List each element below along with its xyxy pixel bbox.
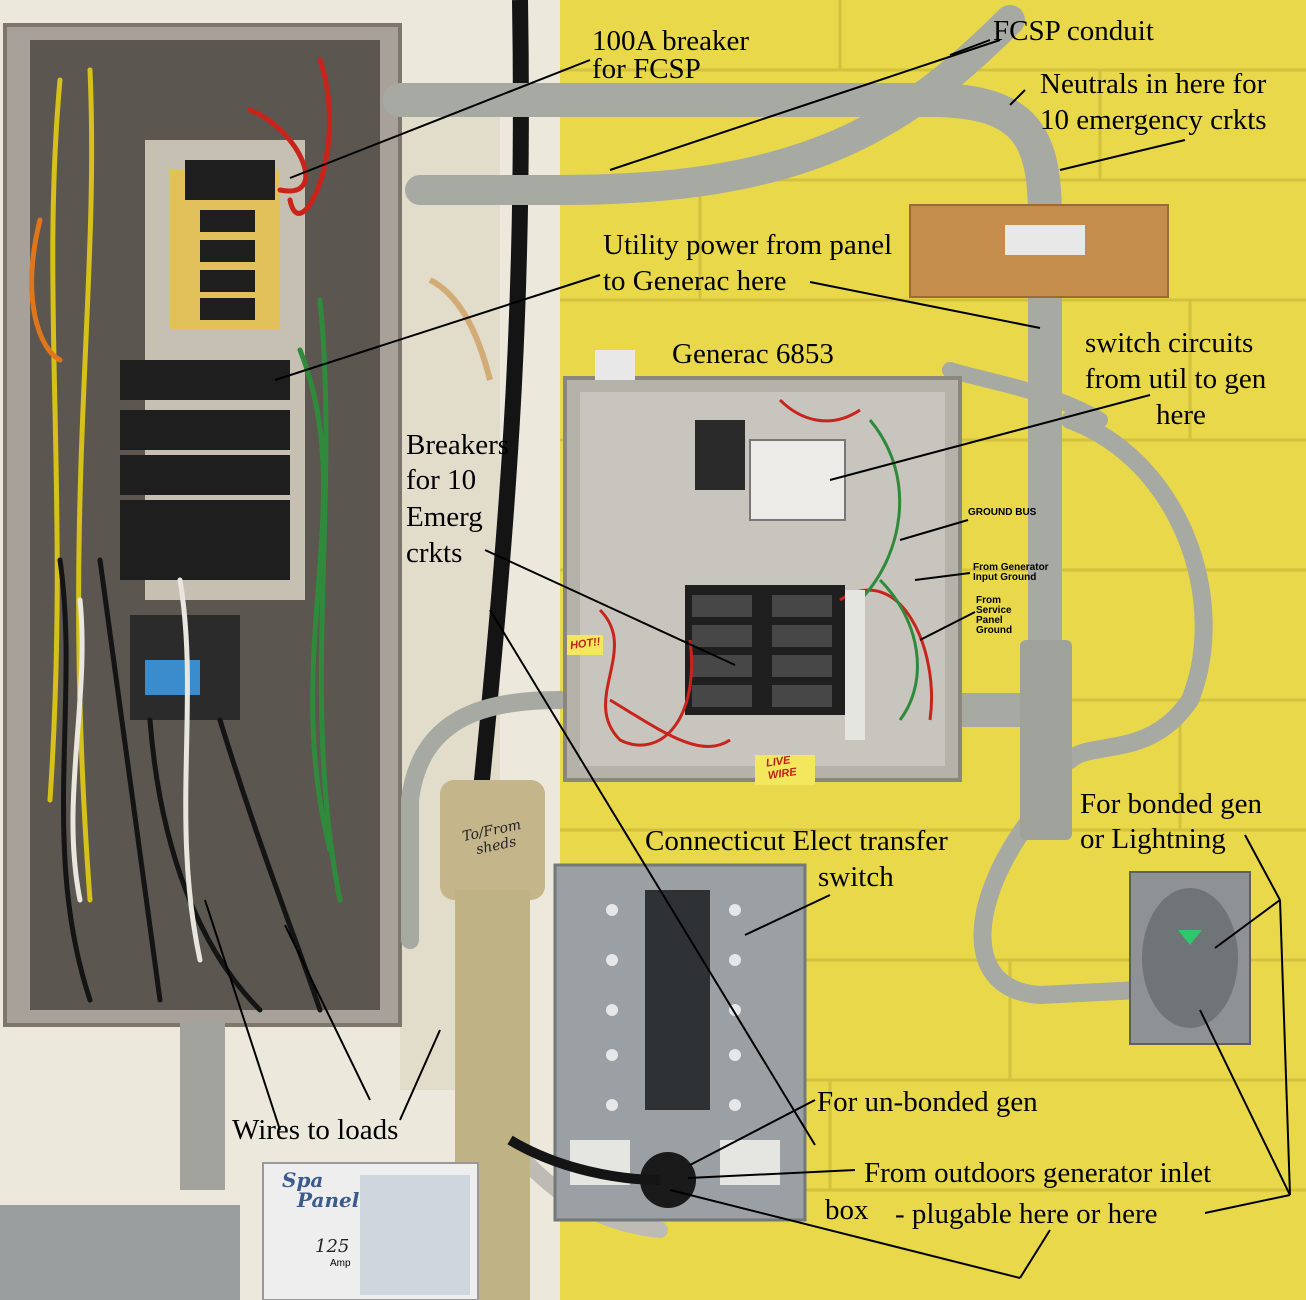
label-switch-circuits-line1: switch circuits: [1085, 327, 1254, 359]
label-wires-to-loads: Wires to loads: [232, 1114, 399, 1146]
label-switch-circuits-line2: from util to gen: [1085, 363, 1267, 395]
label-ct-transfer-line1: Connecticut Elect transfer: [645, 825, 948, 857]
label-breakers-line1: Breakers: [406, 429, 510, 461]
label-switch-circuits-line3: here: [1156, 399, 1206, 431]
label-bonded-gen-line2: or Lightning: [1080, 823, 1226, 855]
spa-panel-unit: Amp: [330, 1258, 351, 1269]
label-100a-breaker-line1: 100A breaker: [592, 25, 750, 57]
hot-tag-bg: [567, 635, 603, 655]
label-utility-power-line2: to Generac here: [603, 265, 787, 297]
spa-panel-title-line2: Panel: [297, 1188, 360, 1212]
label-breakers-line3: Emerg: [406, 501, 483, 533]
label-from-outdoors-line3: - plugable here or here: [895, 1198, 1158, 1230]
label-breakers-line4: crkts: [406, 537, 463, 569]
label-breakers-line2: for 10: [406, 464, 477, 496]
label-from-service-line3: Panel: [976, 615, 1003, 626]
label-bonded-gen-line1: For bonded gen: [1080, 788, 1263, 820]
label-unbonded-gen: For un-bonded gen: [817, 1086, 1038, 1118]
label-from-service-line4: Ground: [976, 625, 1013, 636]
label-ct-transfer-line2: switch: [818, 861, 894, 893]
label-100a-breaker-line2: for FCSP: [592, 53, 701, 85]
label-from-service-line2: Service: [976, 605, 1012, 616]
label-from-outdoors-line2: box: [825, 1194, 869, 1226]
spa-panel-title-line1: Spa: [282, 1168, 324, 1192]
label-from-generator-line1: From Generator: [973, 562, 1049, 573]
label-fcsp-conduit: FCSP conduit: [993, 15, 1154, 47]
label-from-generator-line2: Input Ground: [973, 572, 1037, 583]
label-neutrals-line1: Neutrals in here for: [1040, 68, 1267, 100]
spa-panel-rating: 125: [315, 1236, 350, 1257]
label-ground-bus: GROUND BUS: [968, 507, 1037, 518]
label-neutrals-line2: 10 emergency crkts: [1040, 104, 1267, 136]
label-from-outdoors-line1: From outdoors generator inlet: [864, 1157, 1212, 1189]
label-utility-power-line1: Utility power from panel: [603, 229, 893, 261]
label-from-service-line1: From: [976, 595, 1001, 606]
label-generac: Generac 6853: [672, 338, 834, 370]
